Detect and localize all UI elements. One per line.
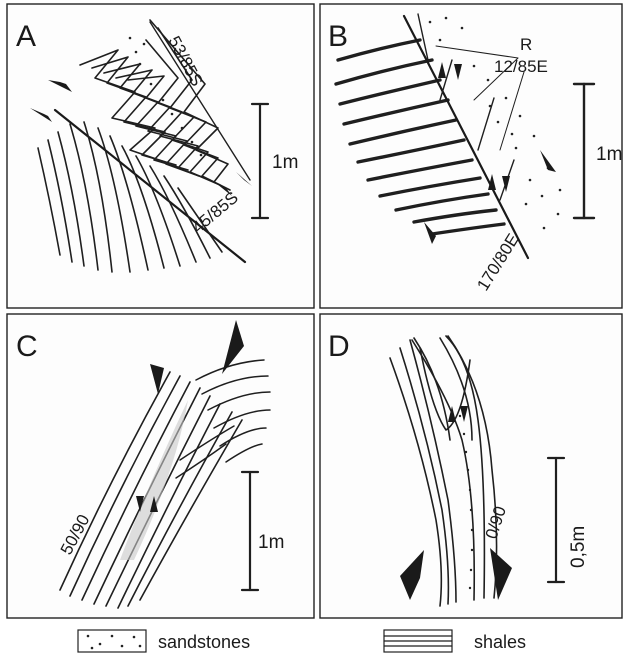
panel-a-label: A bbox=[16, 20, 36, 53]
panel-c-label: C bbox=[16, 330, 38, 363]
legend-shales-label: shales bbox=[474, 632, 526, 652]
panel-b-riedel-attitude: 12/85E bbox=[494, 57, 548, 76]
legend-sandstones-label: sandstones bbox=[158, 632, 250, 652]
panel-b-scale-label: 1m bbox=[596, 144, 622, 165]
panel-b-label: B bbox=[328, 20, 348, 53]
panel-b-riedel-label: R bbox=[520, 35, 532, 54]
panel-d-scale-label: 0,5m bbox=[568, 526, 589, 568]
panel-d-frame bbox=[320, 314, 622, 618]
panel-a-scale-label: 1m bbox=[272, 152, 298, 173]
panel-c-scale-label: 1m bbox=[258, 532, 284, 553]
panel-b-frame bbox=[320, 4, 622, 308]
legend: sandstones shales bbox=[78, 630, 526, 652]
legend-sandstones-swatch bbox=[78, 630, 146, 652]
panel-a-frame bbox=[7, 4, 314, 308]
panel-d-label: D bbox=[328, 330, 350, 363]
